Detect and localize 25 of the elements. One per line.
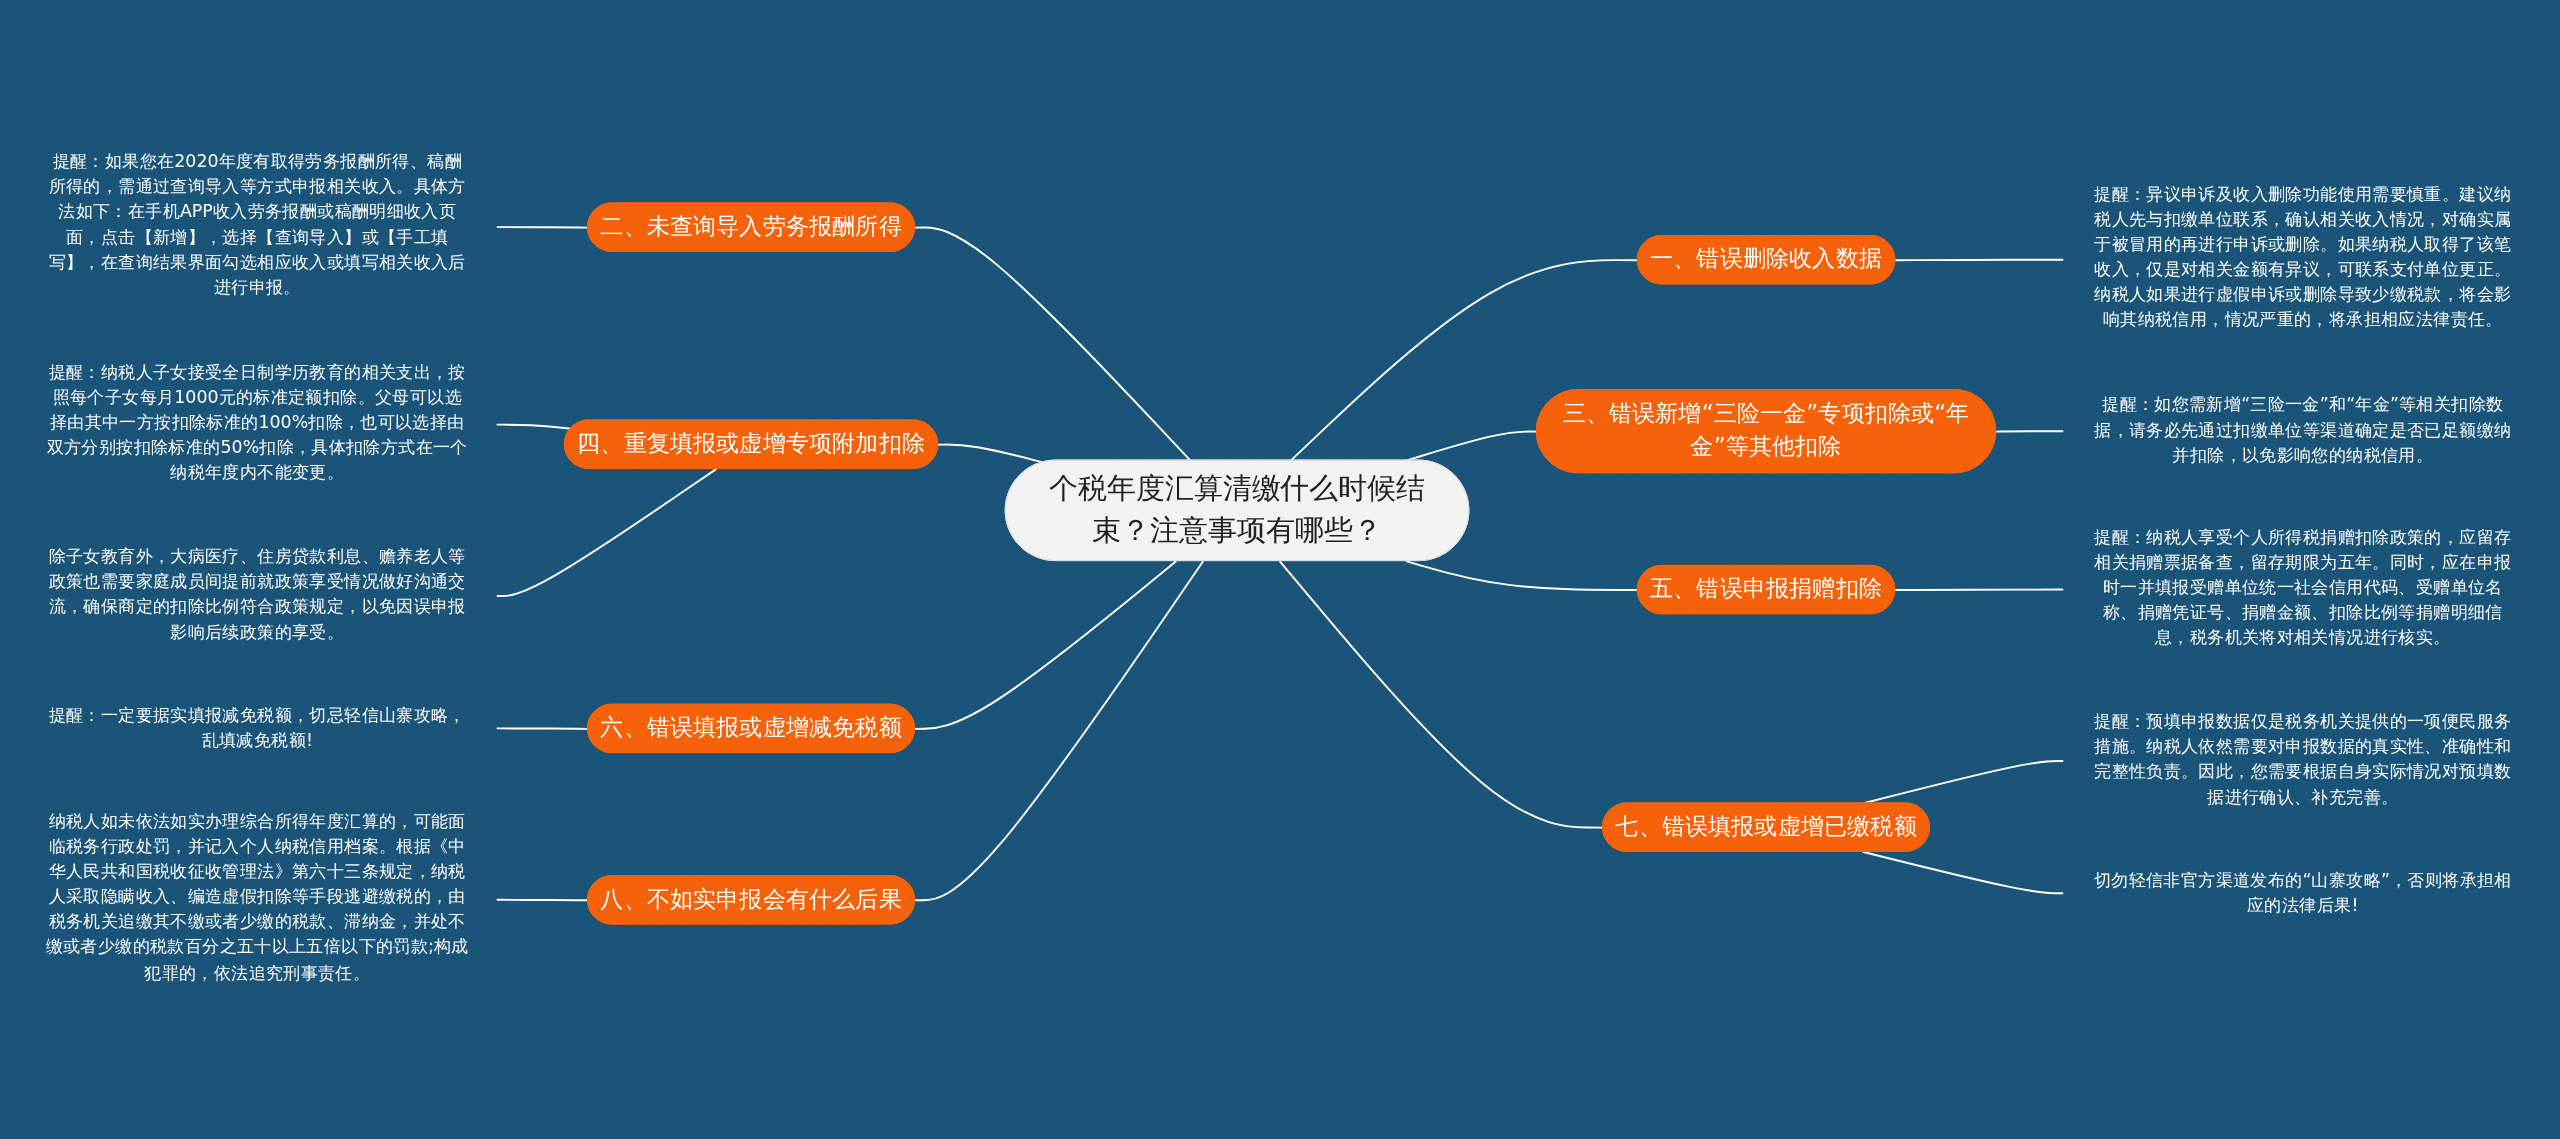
node-text: 提醒：纳税人享受个人所得税捐赠扣除政策的，应留存相关捐赠票据备查，留存期限为五年。同时，应在申报时一并填报受赠单位统一社会信用代码、受赠单位名称、捐赠凭证号、捐赠金额、扣除比例等捐赠明细信息，税务机关将对相关情况进行核实。 [2094,525,2512,647]
node-text: 提醒：一定要据实填报减免税额，切忌轻信山寨攻略，乱填减免税额! [48,703,466,750]
node-text: 提醒：如您需新增“三险一金”和“年金”等相关扣除数据，请务必先通过扣缴单位等渠道确定是否已足额缴纳并扣除，以免影响您的纳税信用。 [2094,393,2512,465]
node-text: 提醒：如果您在2020年度有取得劳务报酬所得、稿酬所得的，需通过查询导入等方式申报相关收入。具体方法如下：在手机APP收入劳务报酬或稿酬明细收入页面，点击【新增】，选择【查询导入】或【手工填写】，在查询结果界面勾选相应收入或填写相关收入后进行申报。 [48,150,466,297]
connector [914,559,1178,730]
connector [495,726,589,730]
node-text: 提醒：纳税人子女接受全日制学历教育的相关支出，按照每个子女每月1000元的标准定额扣除。父母可以选择由其中一方按扣除标准的100%扣除，也可以选择由双方分别按扣除标准的50%扣除，具体扣除方式在一个纳税年度内不能变更。 [46,360,468,482]
connector [495,225,589,229]
connector [914,559,1205,901]
connector [914,226,1192,462]
connector [495,423,572,430]
connector [1995,429,2065,433]
connector [1861,850,2065,894]
node-text: 除子女教育外，大病医疗、住房贷款利息、赡养老人等政策也需要家庭成员间提前就政策享受情况做好沟通交流，确保商定的扣除比例符合政策规定，以免因误申报影响后续政策的享受。 [48,545,466,642]
node-text: 切勿轻信非官方渠道发布的“山寨攻略”，否则将承担相应的法律后果! [2093,868,2512,915]
connector [495,898,589,901]
node-text: 提醒：异议申诉及收入删除功能使用需要慎重。建议纳税人先与扣缴单位联系，确认相关收入情况，对确实属于被冒用的再进行申诉或删除。如果纳税人取得了该笔收入，仅是对相关金额有异议，可联系支付单位更正。纳税人如果进行虚假申诉或删除导致少缴税款，将会影响其纳税信用，情况严重的，将承担相应法律责任。 [2094,182,2512,330]
connector [1894,258,2065,261]
connector [1278,559,1604,829]
connector [937,443,1044,463]
connector [495,467,718,597]
node-text: 提醒：预填申报数据仅是税务机关提供的一项便民服务措施。纳税人依然需要对申报数据的真实性、准确性和完整性负责。因此，您需要根据自身实际情况对预填数据进行确认、补充完善。 [2094,710,2512,807]
node-text: 纳税人如未依法如实办理综合所得年度汇算的，可能面临税务行政处罚，并记入个人纳税信用档案。根据《中华人民共和国税收征收管理法》第六十三条规定，纳税人采取隐瞒收入、编造虚假扣除等手段逃避缴税的，由税务机关追缴其不缴或者少缴的税款、滞纳金，并处不缴或者少缴的税款百分之五十以上五倍以下的罚款;构成犯罪的，依法追究刑事责任。 [45,809,469,982]
connector [1894,588,2065,591]
connector [1404,559,1639,591]
